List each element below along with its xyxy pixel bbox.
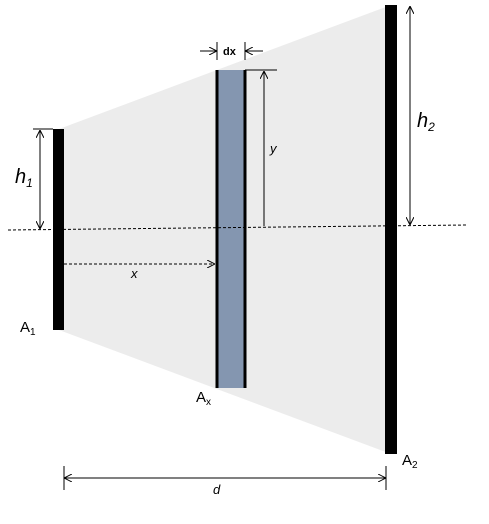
a1-label-sub: 1 [30,327,36,338]
h2-label-sub: 2 [427,120,435,134]
h1-label: h1 [15,166,33,190]
y-label: y [269,141,278,156]
a1-label-main: A [20,319,30,336]
plate-a2 [385,5,397,454]
h1-label-main: h [15,166,26,188]
centerline [7,224,468,231]
d-label: d [213,482,221,497]
x-label: x [130,266,138,281]
ax-label-main: A [196,389,206,406]
ax-label: Ax [196,389,211,408]
ax-label-sub: x [206,397,211,408]
slice-element [217,70,245,388]
a2-label-main: A [402,452,412,469]
a1-label: A1 [20,319,36,338]
a2-label-sub: 2 [412,460,418,471]
a2-label: A2 [402,452,418,471]
dx-label: dx [223,46,237,58]
h1-label-sub: 1 [26,176,33,190]
h2-label-main: h [417,110,428,132]
h2-label: h2 [417,110,435,134]
